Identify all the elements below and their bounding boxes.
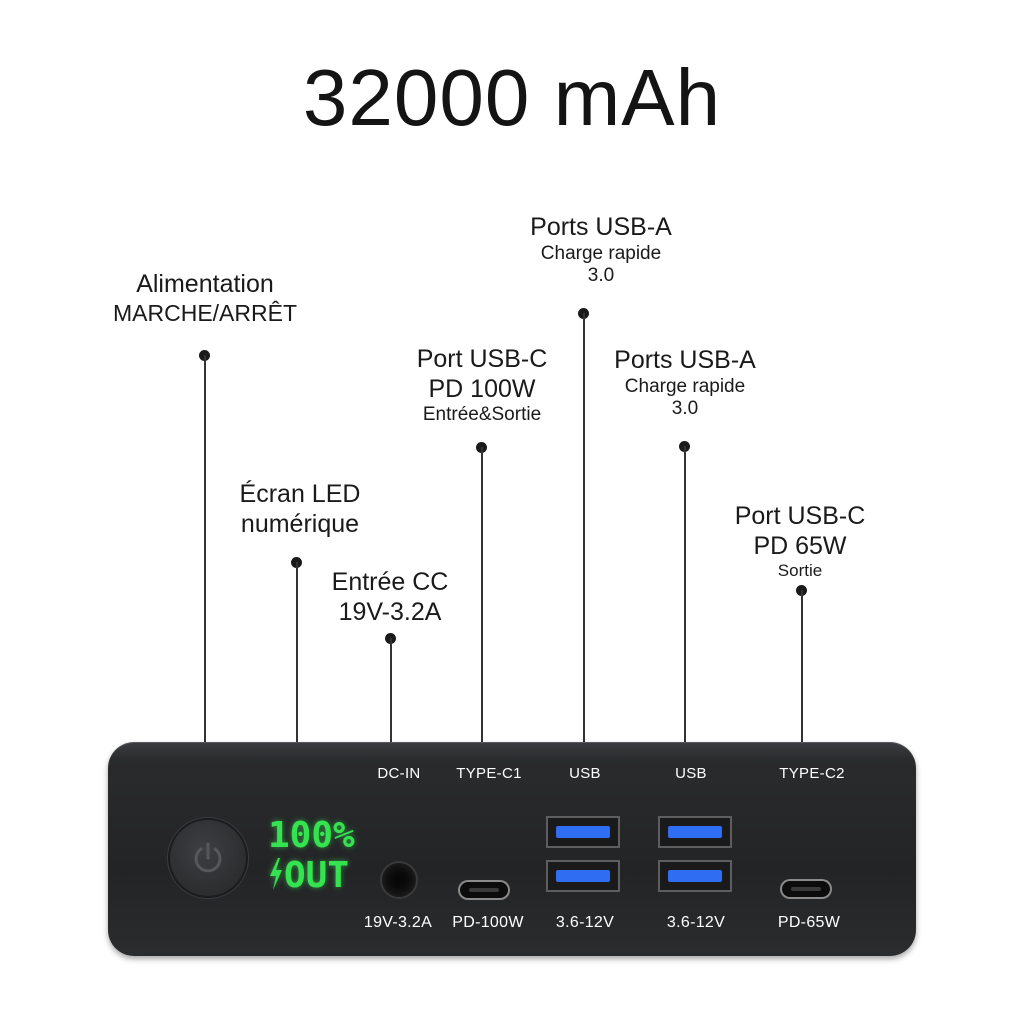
lightning-icon [270,858,282,890]
port-label-type-c2: TYPE-C2 [779,765,845,782]
callout-power-sub: MARCHE/ARRÊT [112,299,297,326]
callout-usb-a-2-sub2: 3.0 [671,397,699,419]
leader-line-power [204,355,206,745]
spec-label-usb-2: 3.6-12V [666,914,726,931]
spec-label-usb-1: 3.6-12V [555,914,615,931]
leader-line-dc-in [390,638,392,745]
leader-line-type-c1 [481,447,483,745]
callout-usb-a-2-label: Ports USB-A [614,346,756,374]
spec-label-type-c2: PD-65W [777,914,841,931]
callout-type-c1-line2: PD 100W [428,374,536,403]
leader-line-usb-a-2 [684,446,686,745]
callout-type-c2-line1: Port USB-C [734,502,866,530]
power-bank-device: DC-IN TYPE-C1 USB USB TYPE-C2 100% OUT 1… [108,742,916,956]
callout-dc-in-line1: Entrée CC [331,568,449,596]
led-display-out: OUT [284,855,350,896]
usb-a-port-2a[interactable] [660,818,730,846]
callout-usb-a-1-label: Ports USB-A [530,213,672,241]
callout-type-c1-line1: Port USB-C [416,345,548,373]
leader-line-usb-a-1 [583,313,585,745]
callout-screen: Écran LED numérique [200,480,400,539]
type-c1-port[interactable] [460,882,508,898]
callout-power-label: Alimentation [136,270,274,298]
callout-type-c2-sub: Sortie [777,561,823,580]
power-button[interactable] [168,818,248,898]
led-display: 100% OUT [268,816,368,896]
callout-usb-a-1: Ports USB-A Charge rapide 3.0 [496,213,706,287]
usb-a-port-1a[interactable] [548,818,618,846]
callout-dc-in: Entrée CC 19V-3.2A [300,568,480,627]
usb-a-port-2b[interactable] [660,862,730,890]
power-icon [194,842,222,873]
callout-dc-in-line2: 19V-3.2A [338,597,442,626]
callout-usb-a-2: Ports USB-A Charge rapide 3.0 [585,346,785,420]
led-display-percent: 100% [268,815,355,856]
callout-usb-a-2-sub1: Charge rapide [624,375,746,397]
led-display-mode: OUT [268,856,368,896]
leader-line-type-c2 [801,590,803,745]
callout-usb-a-1-sub2: 3.0 [587,264,615,286]
callout-power: Alimentation MARCHE/ARRÊT [70,270,340,327]
spec-label-dc-in: 19V-3.2A [363,914,433,931]
callout-type-c1: Port USB-C PD 100W Entrée&Sortie [382,345,582,426]
callout-type-c2-line2: PD 65W [753,531,847,560]
callout-usb-a-1-sub1: Charge rapide [540,242,662,264]
callout-type-c2: Port USB-C PD 65W Sortie [700,502,900,581]
port-label-dc-in: DC-IN [377,765,421,782]
port-label-usb-2: USB [675,765,707,782]
usb-a-port-1b[interactable] [548,862,618,890]
callout-screen-line1: Écran LED [239,480,361,508]
port-label-type-c1: TYPE-C1 [456,765,522,782]
callout-type-c1-sub: Entrée&Sortie [422,404,542,425]
type-c2-port[interactable] [782,881,830,897]
page-title: 32000 mAh [302,53,722,142]
leader-line-screen [296,562,298,745]
spec-label-type-c1: PD-100W [452,914,524,931]
callout-screen-line2: numérique [240,509,360,538]
dc-in-jack[interactable] [382,863,416,897]
port-label-usb-1: USB [569,765,601,782]
